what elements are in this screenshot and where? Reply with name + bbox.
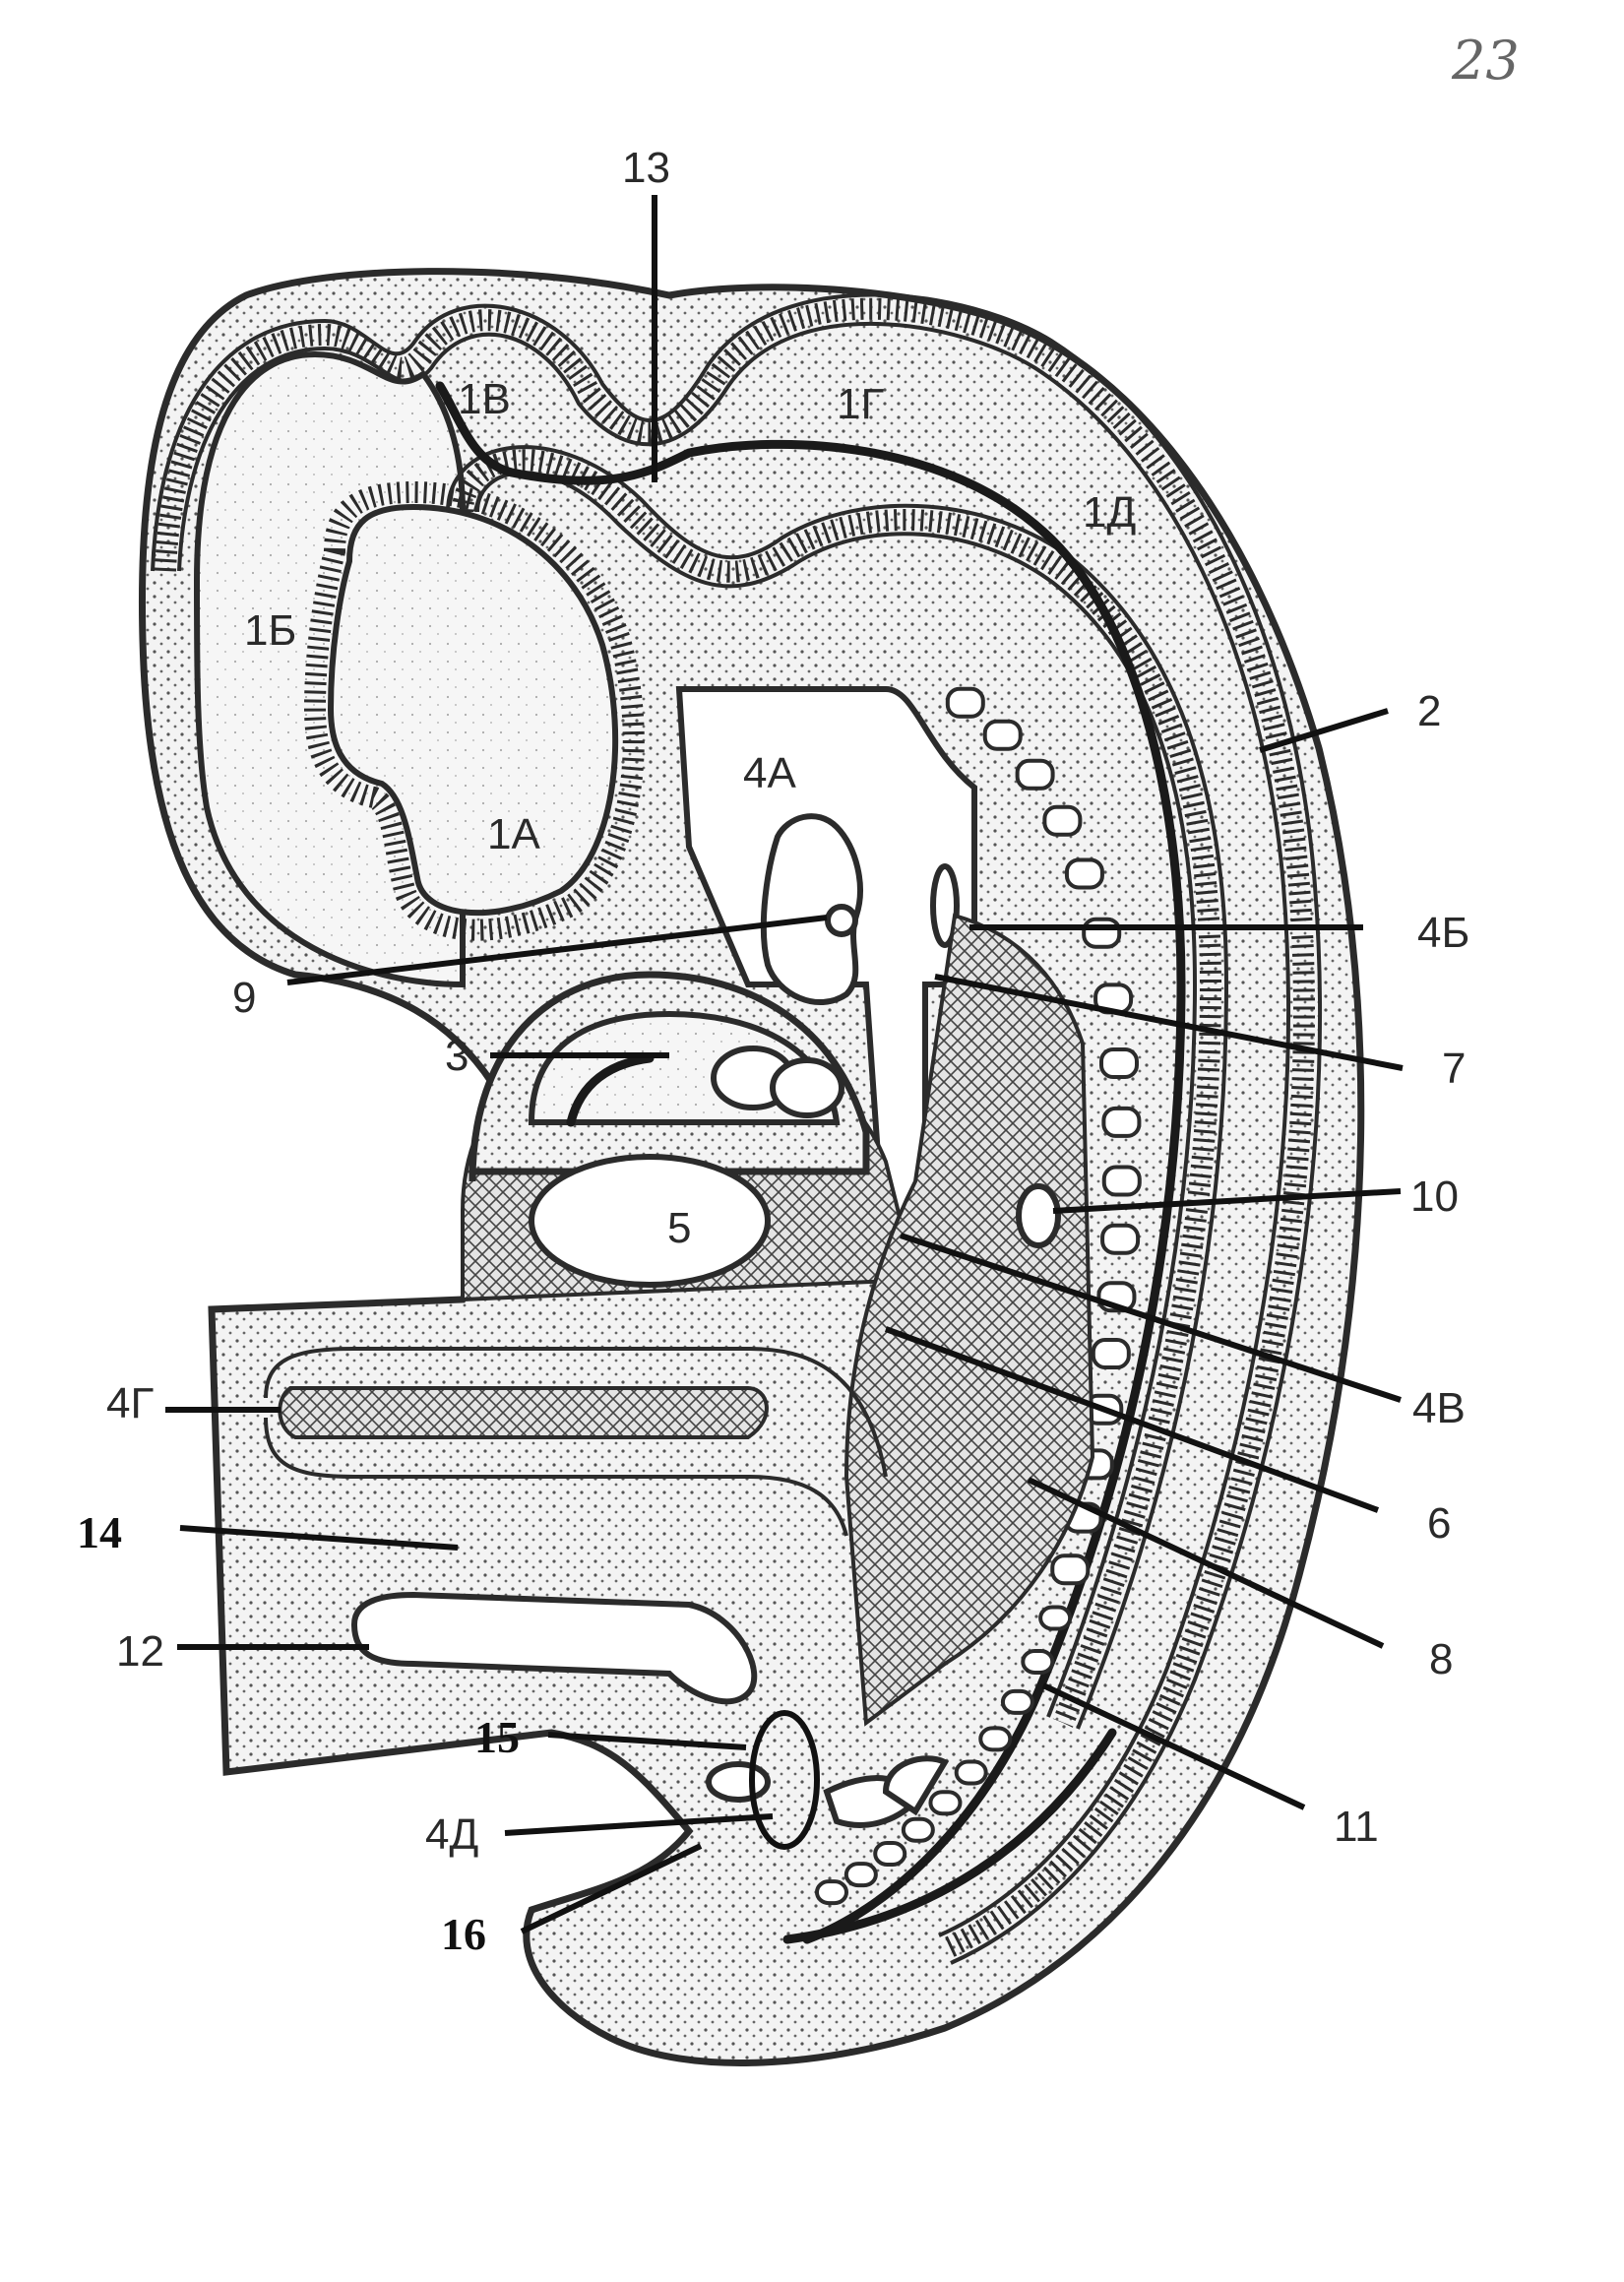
cloaca-region: [706, 1755, 950, 1828]
label-4d: 4Д: [425, 1810, 478, 1859]
label-1g: 1Г: [837, 380, 884, 428]
label-12: 12: [116, 1627, 164, 1676]
cavity-10: [1016, 1183, 1061, 1248]
region-marker-15: [749, 1710, 820, 1850]
label-11: 11: [1334, 1803, 1379, 1851]
label-15: 15: [474, 1712, 520, 1762]
pharyngeal-pouch-4b: [760, 813, 960, 1006]
label-4g: 4Г: [106, 1379, 154, 1427]
label-7: 7: [1442, 1045, 1466, 1093]
label-2: 2: [1417, 687, 1441, 735]
label-6: 6: [1427, 1499, 1451, 1548]
somite: [1042, 804, 1083, 837]
label-10: 10: [1410, 1173, 1459, 1221]
label-14: 14: [77, 1507, 122, 1557]
somite: [1101, 1165, 1142, 1197]
somite: [1038, 1605, 1073, 1631]
somite: [982, 719, 1023, 751]
somite: [928, 1790, 963, 1816]
ventricle-1a: [303, 480, 645, 941]
somite: [1015, 758, 1055, 791]
somite: [1050, 1553, 1091, 1586]
label-9: 9: [232, 974, 256, 1022]
label-4v: 4В: [1412, 1384, 1466, 1432]
somite: [954, 1759, 988, 1786]
somite: [1098, 1046, 1139, 1079]
somite: [873, 1840, 907, 1867]
pericardial-cavity-5: [529, 1154, 771, 1288]
heart-region: [461, 971, 918, 1302]
label-4b: 4Б: [1417, 909, 1469, 957]
somite: [843, 1862, 878, 1888]
somite: [814, 1879, 848, 1906]
somite: [1100, 1223, 1141, 1255]
diagram-labels: 13 1В 1Г 1Д 1Б 1А 2 4А 4Б 9 7 3 10 5 4В …: [77, 144, 1469, 1959]
label-4a: 4А: [743, 749, 796, 797]
somite: [1091, 1338, 1131, 1370]
label-3: 3: [445, 1032, 468, 1080]
label-1a: 1А: [487, 810, 540, 858]
somite: [1101, 1106, 1142, 1138]
label-8: 8: [1429, 1635, 1453, 1683]
label-13: 13: [622, 144, 670, 192]
label-1v: 1В: [458, 375, 511, 423]
somite: [1021, 1648, 1055, 1675]
label-16: 16: [441, 1909, 486, 1959]
label-1b: 1Б: [244, 606, 296, 655]
page-number: 23: [1451, 30, 1520, 92]
somite: [901, 1816, 935, 1843]
somites: [814, 686, 1142, 1906]
somite: [1064, 857, 1104, 890]
somite: [978, 1726, 1013, 1752]
label-5: 5: [667, 1204, 691, 1252]
label-1d: 1Д: [1083, 488, 1136, 537]
leader-lines: [165, 195, 1404, 1934]
somite: [1082, 917, 1122, 949]
mesoderm-mesh: [843, 913, 1095, 1727]
allantois-12: [350, 1591, 758, 1705]
outer-ectoderm-band: [151, 292, 1322, 1965]
tail-curve: [782, 1728, 1117, 1944]
gut-4g: [264, 1347, 888, 1537]
somite: [945, 686, 985, 719]
somite: [1000, 1688, 1034, 1715]
